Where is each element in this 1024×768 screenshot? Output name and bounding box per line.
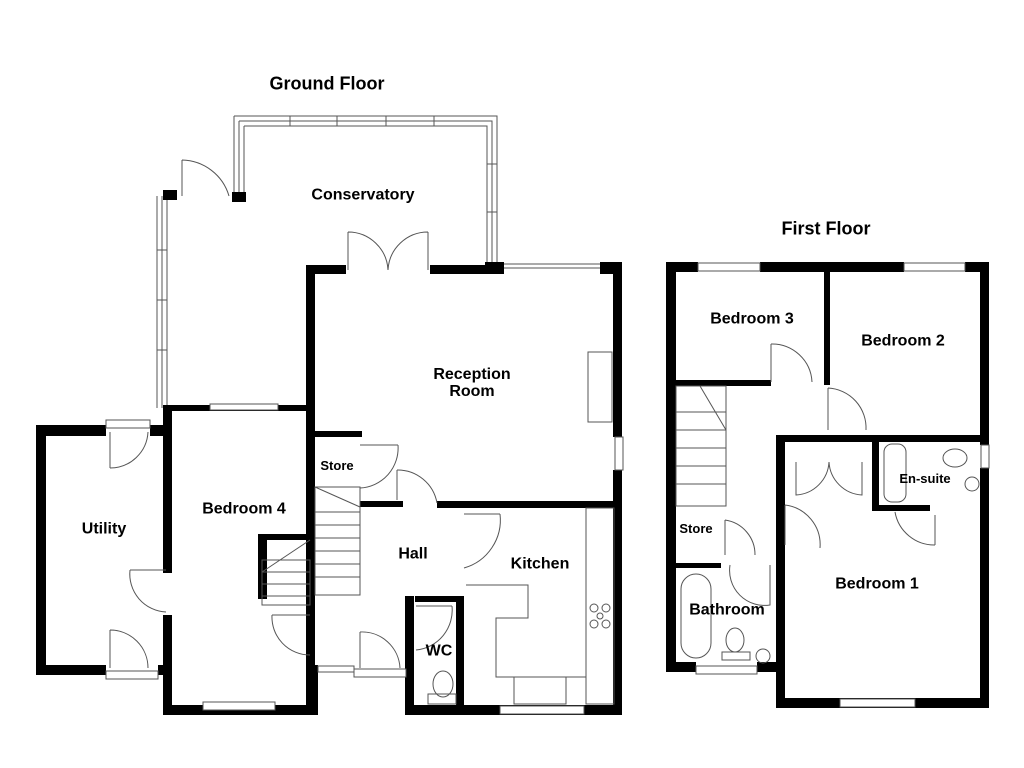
ground-floor-title: Ground Floor bbox=[269, 73, 385, 94]
ground-floor-plan bbox=[36, 115, 624, 715]
room-label-bedroom-4: Bedroom 4 bbox=[202, 500, 286, 518]
room-label-en-suite: En-suite bbox=[899, 471, 951, 487]
room-label-bedroom-1: Bedroom 1 bbox=[835, 575, 919, 593]
room-label-conservatory: Conservatory bbox=[311, 186, 415, 204]
first-floor-plan bbox=[666, 262, 990, 708]
first-floor-title: First Floor bbox=[781, 218, 871, 239]
room-label-utility: Utility bbox=[81, 520, 127, 538]
room-label-kitchen: Kitchen bbox=[510, 555, 570, 573]
room-label-bedroom-3: Bedroom 3 bbox=[710, 310, 794, 328]
room-label-reception-room: Reception Room bbox=[433, 366, 511, 400]
room-label-bathroom: Bathroom bbox=[689, 601, 765, 619]
room-label-bedroom-2: Bedroom 2 bbox=[861, 332, 945, 350]
room-label-wc: WC bbox=[425, 642, 453, 660]
room-label-hall: Hall bbox=[398, 545, 428, 563]
room-label-store-first: Store bbox=[679, 521, 713, 537]
room-label-store-ground: Store bbox=[320, 458, 354, 474]
conservatory-glazing bbox=[156, 115, 498, 408]
